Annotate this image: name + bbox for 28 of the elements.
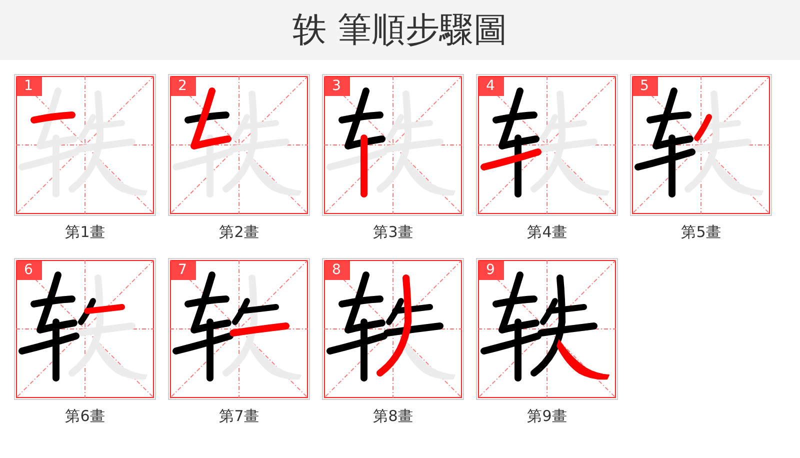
step-caption: 第1畫	[65, 222, 105, 242]
step-badge: 3	[325, 77, 350, 96]
step-caption: 第2畫	[219, 222, 259, 242]
step-caption: 第3畫	[373, 222, 413, 242]
step-caption: 第5畫	[681, 222, 721, 242]
step-badge: 6	[17, 261, 42, 280]
stroke-tile	[322, 74, 464, 216]
stroke-tile	[476, 74, 618, 216]
stroke-tile	[14, 74, 156, 216]
step-badge: 9	[479, 261, 504, 280]
step-badge: 5	[633, 77, 658, 96]
step-caption: 第6畫	[65, 406, 105, 426]
step-badge: 1	[17, 77, 42, 96]
stroke-tile	[168, 74, 310, 216]
title: 轶 筆順步驟圖	[292, 9, 508, 51]
step-badge: 8	[325, 261, 350, 280]
stroke-tile	[476, 258, 618, 400]
stroke-tile	[14, 258, 156, 400]
step-badge: 4	[479, 77, 504, 96]
stroke-tile	[630, 74, 772, 216]
stroke-tile	[322, 258, 464, 400]
step-caption: 第8畫	[373, 406, 413, 426]
step-badge: 7	[171, 261, 196, 280]
stroke-tile	[168, 258, 310, 400]
step-badge: 2	[171, 77, 196, 96]
step-caption: 第7畫	[219, 406, 259, 426]
step-caption: 第9畫	[527, 406, 567, 426]
step-caption: 第4畫	[527, 222, 567, 242]
